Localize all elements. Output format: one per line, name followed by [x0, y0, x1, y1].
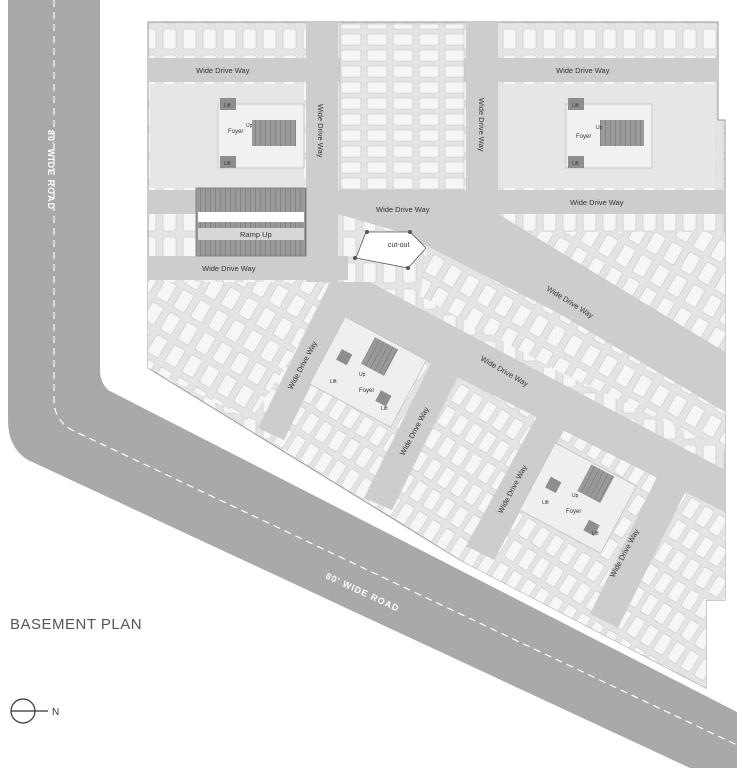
parking-zone-diagonal-east	[420, 232, 725, 450]
driveway-diagonal-mid	[330, 282, 725, 512]
core-east-top	[500, 84, 716, 188]
parking-block-top-left	[150, 24, 304, 56]
lift-label-c: Lift	[572, 103, 579, 109]
north-arrow-icon: N	[10, 698, 59, 724]
driveway-label-top-left: Wide Drive Way	[196, 66, 250, 75]
driveway-vertical-left	[306, 22, 338, 282]
driveway-slant-c	[466, 396, 576, 560]
lift-label-h: Lift	[592, 531, 599, 537]
driveway-slant-d	[590, 450, 700, 628]
driveway-label-lower-left: Wide Drive Way	[202, 264, 256, 273]
parking-zone-west	[148, 282, 330, 420]
road-vertical-segment	[8, 0, 737, 768]
plan-title: BASEMENT PLAN	[10, 616, 143, 633]
driveway-label-middle-right: Wide Drive Way	[570, 198, 624, 207]
road-label-vertical: 80' WIDE ROAD	[46, 130, 56, 210]
driveway-diagonal-main	[338, 214, 725, 412]
cutout	[355, 231, 427, 269]
parking-block-center-top	[339, 23, 465, 191]
ramp	[195, 187, 307, 257]
core-west-top	[150, 84, 305, 188]
lift-label-a: Lift	[224, 103, 231, 109]
foyer-label-b: Foyer	[576, 134, 591, 140]
north-label: N	[52, 707, 59, 718]
driveway-label-top-right: Wide Drive Way	[556, 66, 610, 75]
up-label-a: Up	[246, 123, 253, 129]
core-east-bottom	[519, 442, 637, 554]
driveway-vertical-right	[466, 22, 498, 214]
lift-label-e: Lift	[330, 379, 337, 385]
driveway-label-vertical-right: Wide Drive Way	[477, 98, 486, 152]
driveway-slant-a	[258, 282, 358, 440]
up-label-d: Up	[572, 493, 579, 499]
road-center-line	[53, 0, 737, 746]
lift-label-f: Lift	[381, 406, 388, 412]
up-label-c: Up	[359, 372, 366, 378]
foyer-label-d: Foyer	[566, 509, 581, 515]
cutout-label: cut-out	[388, 242, 409, 249]
foyer-label-c: Foyer	[359, 388, 374, 394]
lift-label-b: Lift	[224, 161, 231, 167]
core-west-bottom	[309, 316, 427, 428]
lift-label-g: Lift	[542, 500, 549, 506]
driveway-slant-b	[364, 345, 468, 510]
driveway-label-vertical-left: Wide Drive Way	[316, 104, 325, 158]
driveway-label-middle-center: Wide Drive Way	[376, 205, 430, 214]
lift-label-d: Lift	[572, 161, 579, 167]
up-label-b: Up	[596, 125, 603, 131]
foyer-label-a: Foyer	[228, 129, 243, 135]
parking-block-top-right	[500, 24, 716, 56]
ramp-label: Ramp Up	[240, 230, 272, 239]
